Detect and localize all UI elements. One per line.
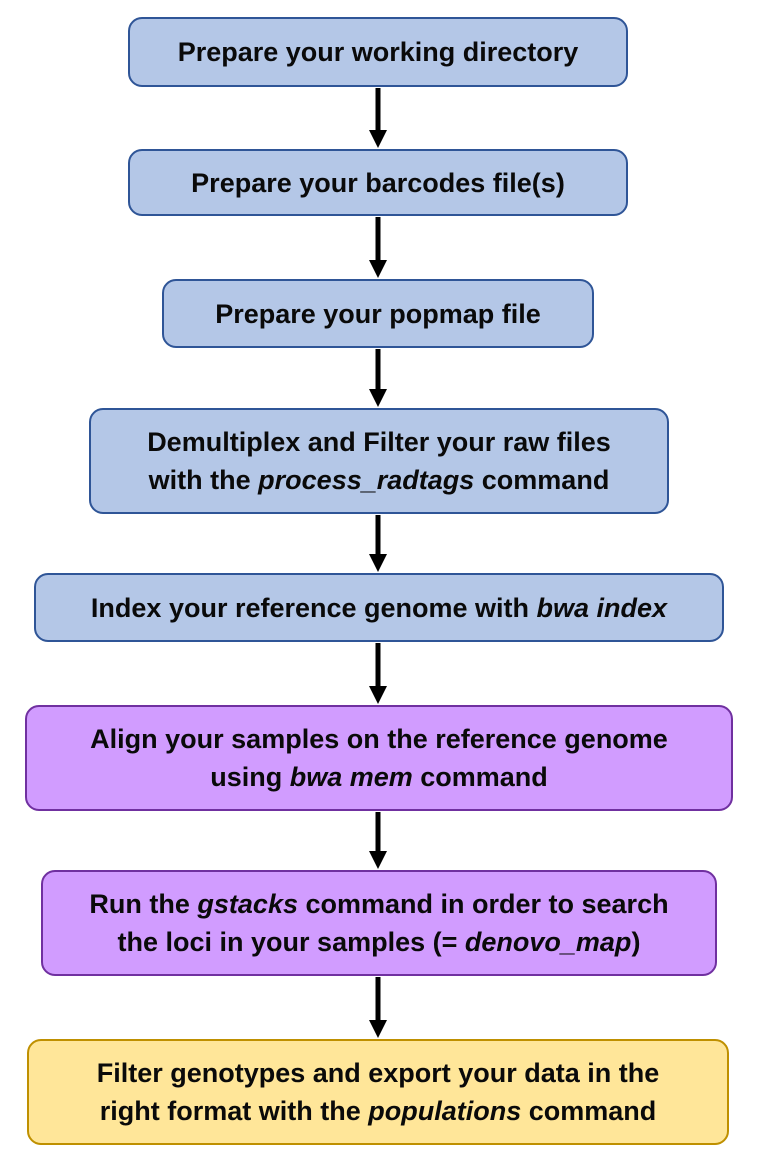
command-name: gstacks (197, 889, 298, 919)
step-filter-export: Filter genotypes and export your data in… (27, 1039, 729, 1145)
step-text: Prepare your working directory (177, 37, 579, 67)
step-label-line: Align your samples on the reference geno… (90, 720, 668, 758)
step-text: command (412, 762, 548, 792)
step-prepare-barcodes: Prepare your barcodes file(s) (128, 149, 628, 216)
command-name: denovo_map (464, 927, 632, 957)
step-label: Filter genotypes and export your data in… (97, 1054, 660, 1130)
step-label-line: Run the gstacks command in order to sear… (89, 885, 668, 923)
step-text: Prepare your barcodes file(s) (191, 167, 565, 198)
step-label-line: Demultiplex and Filter your raw files (147, 423, 611, 461)
arrow-5-6 (369, 643, 387, 704)
step-text: right format with the (99, 1096, 369, 1126)
step-label-line: Prepare your barcodes file(s) (191, 164, 565, 202)
step-label: Demultiplex and Filter your raw files wit… (147, 423, 611, 499)
step-text: Run the (89, 889, 198, 919)
step-label-line: using bwa mem command (90, 758, 668, 796)
step-label-line: Prepare your popmap file (215, 295, 541, 333)
step-text: command in order to search (297, 889, 669, 919)
step-text: ) (631, 927, 641, 957)
step-text: the loci in your samples (= (117, 927, 465, 957)
step-label-line: with the process_radtags command (147, 461, 611, 499)
step-text: Filter genotypes and export your data in… (96, 1058, 660, 1088)
step-text: Prepare your popmap file (215, 298, 541, 329)
step-prepare-working-directory: Prepare your working directory (128, 17, 628, 87)
step-text: command (521, 1096, 657, 1126)
arrow-6-7 (369, 812, 387, 869)
command-name: process_radtags (258, 465, 475, 495)
step-text: command (474, 465, 610, 495)
step-label: Prepare your barcodes file(s) (191, 164, 565, 202)
step-gstacks: Run the gstacks command in order to sear… (41, 870, 717, 976)
step-label: Run the gstacks command in order to sear… (89, 885, 668, 961)
step-demultiplex: Demultiplex and Filter your raw files wit… (89, 408, 669, 514)
step-text: using (210, 762, 290, 792)
command-name: bwa index (536, 592, 668, 623)
step-text: Align your samples on the reference geno… (90, 724, 668, 754)
step-text: Demultiplex and Filter your raw files (147, 427, 611, 457)
arrow-4-5 (369, 515, 387, 572)
step-text: with the (148, 465, 259, 495)
step-label: Prepare your popmap file (215, 295, 541, 333)
arrow-3-4 (369, 349, 387, 407)
step-label-line: the loci in your samples (= denovo_map) (89, 923, 668, 961)
step-align-samples: Align your samples on the reference geno… (25, 705, 733, 811)
step-label: Prepare your working directory (178, 33, 579, 71)
step-label: Index your reference genome with bwa ind… (91, 589, 667, 627)
step-label-line: right format with the populations comman… (97, 1092, 660, 1130)
arrow-1-2 (369, 88, 387, 148)
arrow-7-8 (369, 977, 387, 1038)
command-name: populations (368, 1096, 522, 1126)
step-prepare-popmap: Prepare your popmap file (162, 279, 594, 348)
step-label-line: Index your reference genome with bwa ind… (91, 589, 667, 627)
step-text: Index your reference genome with (90, 592, 537, 623)
step-label-line: Prepare your working directory (178, 33, 579, 71)
step-index-reference: Index your reference genome with bwa ind… (34, 573, 724, 642)
arrow-2-3 (369, 217, 387, 278)
step-label: Align your samples on the reference geno… (90, 720, 668, 796)
step-label-line: Filter genotypes and export your data in… (97, 1054, 660, 1092)
command-name: bwa mem (289, 762, 413, 792)
